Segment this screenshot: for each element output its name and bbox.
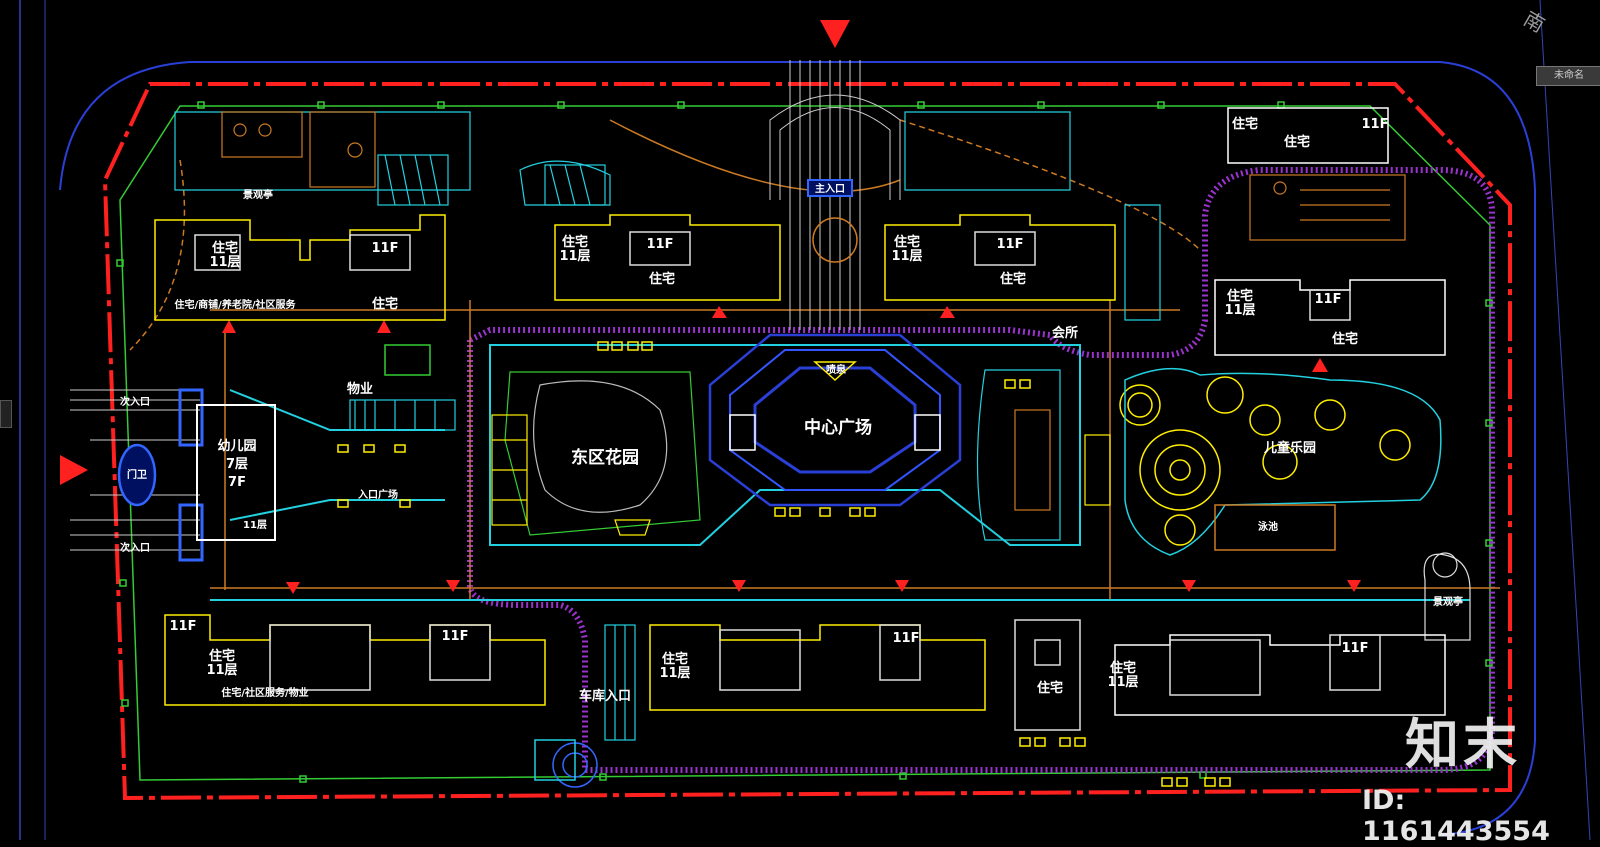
watermark-logo: 知末 — [1405, 713, 1521, 776]
sales-green-box — [384, 344, 431, 376]
club-area — [976, 369, 1111, 541]
b5-label-use: 住宅 — [1332, 331, 1358, 347]
pool-label: 泳池 — [1258, 520, 1278, 533]
gatehouse-label: 门卫 — [127, 468, 147, 481]
b1-label-11f: 11F — [372, 241, 399, 256]
b1-label-use-2: 住宅 — [372, 296, 398, 312]
b1-label-top-2: 11层 — [209, 255, 240, 270]
parking-ramp — [604, 624, 636, 741]
b3-label-top-1: 住宅 — [894, 234, 920, 250]
ne-amenity — [1249, 174, 1406, 241]
kindergarten-label-2: 7层 — [226, 457, 248, 472]
building-2 — [554, 214, 781, 301]
building-7 — [649, 624, 986, 711]
b2-label-top-2: 11层 — [559, 249, 590, 264]
east-garden-label: 东区花园 — [571, 447, 639, 468]
b6-label-mid-1: 住宅 — [209, 648, 235, 664]
avenue-roundabout — [812, 217, 858, 263]
north-avenue — [769, 60, 901, 330]
b8-label-11f: 11F — [1342, 641, 1369, 656]
b6-label-mid-2: 11层 — [206, 663, 237, 678]
building-4 — [1227, 107, 1389, 164]
nw-landscape — [221, 111, 376, 188]
b3-label-use: 住宅 — [1000, 271, 1026, 287]
b9-label: 住宅 — [1037, 680, 1063, 696]
b2-label-11f: 11F — [647, 237, 674, 252]
building-6 — [164, 614, 546, 706]
nw-landscape-label: 景观亭 — [243, 188, 273, 201]
pergola-yellow — [491, 414, 528, 526]
east-garden — [504, 371, 701, 536]
kindergarten-floors: 11层 — [243, 519, 267, 531]
nw-hatch — [377, 154, 606, 206]
b6-label-use: 住宅/社区服务/物业 — [221, 686, 308, 699]
fountain-label: 喷泉 — [826, 363, 847, 376]
pavilion-label: 景观亭 — [1433, 595, 1463, 608]
kindergarten-label-1: 幼儿园 — [217, 438, 256, 454]
b6-label-11f-2: 11F — [442, 629, 469, 644]
central-plaza-label: 中心广场 — [804, 417, 872, 438]
gate-top-sign — [807, 179, 853, 197]
b5-label-top-2: 11层 — [1224, 303, 1255, 318]
kindergarten-block — [196, 404, 276, 541]
b4-label-11f: 11F — [1362, 117, 1389, 132]
playground — [1119, 367, 1442, 556]
b4-label-use: 住宅 — [1284, 134, 1310, 150]
green-setback-line — [119, 105, 1491, 781]
green-marker-dots — [116, 101, 1493, 783]
outer-roads — [19, 0, 1591, 840]
building-8 — [1114, 634, 1446, 716]
building-3 — [884, 214, 1116, 301]
b2-label-top-1: 住宅 — [562, 234, 588, 250]
bottom-fountain — [534, 739, 598, 788]
west-entrance — [70, 389, 200, 551]
b3-label-top-2: 11层 — [891, 249, 922, 264]
b5-label-11f: 11F — [1315, 292, 1342, 307]
b7-label-top-1: 住宅 — [662, 651, 688, 667]
gate-post-1 — [178, 388, 204, 447]
building-9 — [1014, 619, 1081, 731]
b5-label-top-1: 住宅 — [1227, 288, 1253, 304]
west-plaza-yellow-marks — [337, 444, 411, 508]
b1-label-top-1: 住宅 — [212, 240, 238, 256]
b8-label-top-1: 住宅 — [1110, 660, 1136, 676]
b7-label-top-2: 11层 — [659, 666, 690, 681]
parking-label: 车库入口 — [579, 688, 631, 704]
b7-label-11f: 11F — [893, 631, 920, 646]
west-entrance-label-2: 次入口 — [120, 541, 150, 554]
b2-label-use: 住宅 — [649, 271, 675, 287]
layer-tab[interactable]: 未命名 — [1536, 66, 1600, 86]
playground-label: 儿童乐园 — [1263, 440, 1316, 456]
kindergarten-label-3: 7F — [228, 475, 246, 490]
walkways — [174, 111, 1470, 601]
b4-label-top: 住宅 — [1232, 116, 1258, 132]
west-oval-gatehouse — [117, 443, 157, 507]
b3-label-11f: 11F — [997, 237, 1024, 252]
entrance-plaza-label: 入口广场 — [358, 488, 398, 501]
left-scroll-handle[interactable] — [0, 400, 12, 428]
property-boundary — [102, 82, 1512, 801]
sales-label: 物业 — [347, 381, 373, 397]
central-plaza — [708, 333, 962, 507]
building-5 — [1214, 279, 1446, 356]
b1-label-use: 住宅/商铺/养老院/社区服务 — [175, 298, 297, 311]
pool-pavilion — [1423, 552, 1471, 641]
entrance-arrows — [60, 20, 1361, 594]
gate-top-label: 主入口 — [815, 182, 845, 195]
bench-marks — [597, 341, 1231, 787]
b8-label-top-2: 11层 — [1107, 675, 1138, 690]
b6-label-11f: 11F — [170, 619, 197, 634]
club-label: 会所 — [1052, 325, 1078, 341]
sales-stairs — [349, 399, 456, 431]
building-1 — [154, 214, 446, 321]
west-entrance-label-1: 次入口 — [120, 395, 150, 408]
watermark-id: ID: 1161443554 — [1362, 785, 1550, 847]
gate-post-2 — [178, 503, 204, 562]
